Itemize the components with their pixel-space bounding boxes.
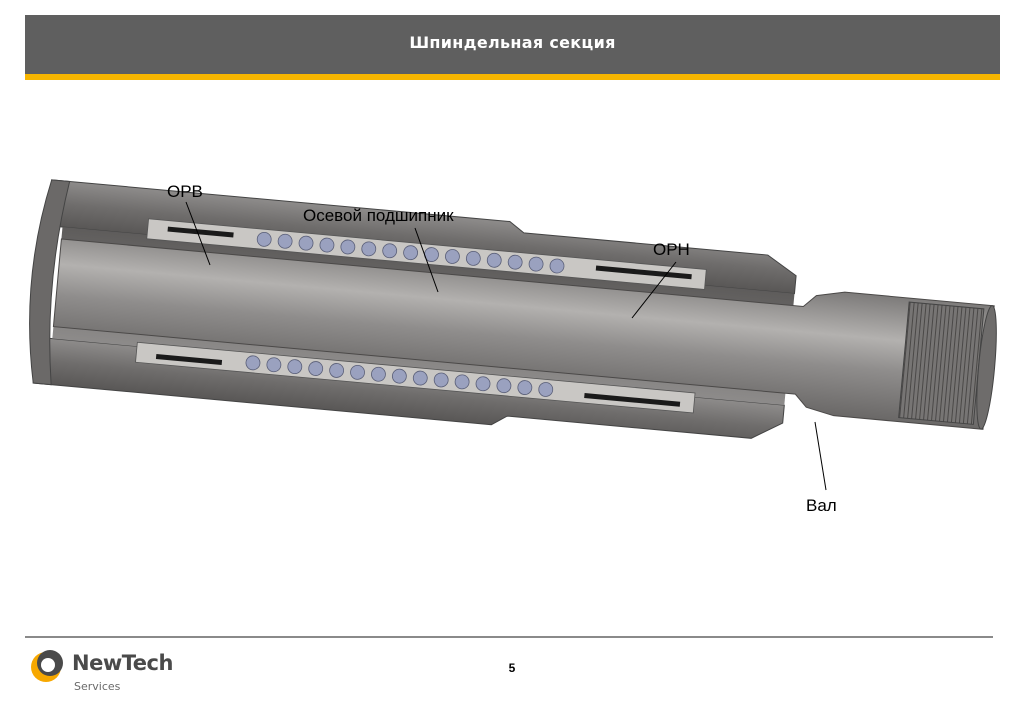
leader-shaft — [814, 421, 827, 491]
slide-header: Шпиндельная секция — [25, 15, 1000, 74]
radial-bearing-upper-right — [595, 265, 692, 280]
logo-subtitle: Services — [74, 680, 121, 693]
label-shaft: Вал — [806, 496, 837, 515]
logo-mark-icon — [31, 650, 63, 682]
leader-orv — [185, 201, 211, 266]
shaft-thread — [898, 301, 985, 425]
page-number: 5 — [508, 661, 516, 675]
label-axial-bearing: Осевой подшипник — [303, 206, 454, 225]
spindle-assembly — [29, 179, 997, 439]
axial-bearing-balls-lower — [245, 355, 554, 397]
radial-bearing-upper-left — [167, 226, 234, 238]
shaft-body — [52, 238, 995, 430]
footer-rule — [25, 636, 993, 638]
company-logo: NewTech Services — [26, 645, 176, 705]
shaft-end-face — [976, 305, 997, 430]
axial-bearing-balls-upper — [256, 231, 565, 274]
leader-axial-bearing — [414, 227, 439, 293]
header-accent-rule — [25, 74, 1000, 80]
leader-lines — [185, 201, 827, 491]
label-orv: ОРВ — [167, 182, 203, 201]
housing-left-opening — [29, 179, 71, 386]
leader-orn — [631, 261, 677, 319]
logo-name: NewTech — [72, 651, 173, 675]
slide-title: Шпиндельная секция — [409, 33, 616, 52]
radial-bearing-lower-right — [584, 393, 681, 407]
radial-bearing-lower-left — [155, 354, 223, 366]
label-orn: ОРН — [653, 240, 690, 259]
